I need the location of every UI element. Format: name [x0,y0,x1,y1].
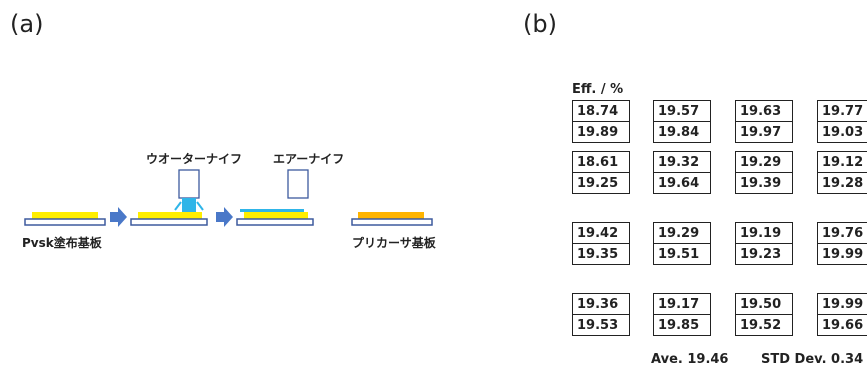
efficiency-cell: 19.23 [735,243,793,265]
efficiency-cell: 19.52 [735,314,793,336]
water-spray-left [174,201,182,211]
efficiency-cell: 19.99 [817,243,867,265]
step2-film [138,212,202,219]
efficiency-cell: 19.51 [653,243,711,265]
std-dev-value: 0.34 [831,352,864,367]
step1-film [32,212,98,219]
std-dev-label: STD Dev. [761,352,827,367]
panel-a-label: (a) [10,10,44,38]
air-knife-label: エアーナイフ [273,152,344,166]
efficiency-cell: 18.74 [572,100,630,122]
end-substrate-label: プリカーサ基板 [352,235,437,250]
efficiency-cell: 19.89 [572,121,630,143]
efficiency-cell: 19.32 [653,151,711,173]
average-value: 19.46 [687,352,729,367]
efficiency-cell: 19.57 [653,100,711,122]
efficiency-cell: 19.35 [572,243,630,265]
efficiency-cell: 19.42 [572,222,630,244]
efficiency-cell: 19.03 [817,121,867,143]
efficiency-cell: 19.97 [735,121,793,143]
step4-precursor-film [358,212,424,219]
efficiency-cell: 18.61 [572,151,630,173]
efficiency-cell: 19.99 [817,293,867,315]
process-arrow-2 [216,207,233,227]
water-knife-label: ウオーターナイフ [146,152,242,166]
water-spray-right [196,201,204,211]
process-diagram: Pvsk塗布基板 ウオーターナイフ エアーナイフ プリカーサ基板 [22,152,437,250]
step3-water-layer [240,209,304,212]
water-stream [182,198,196,212]
efficiency-cell: 19.28 [817,172,867,194]
step3-substrate [236,218,314,226]
efficiency-cell: 19.36 [572,293,630,315]
average-label: Ave. [651,352,683,367]
efficiency-cell: 19.77 [817,100,867,122]
efficiency-cell: 19.17 [653,293,711,315]
std-dev-summary: STD Dev. 0.34 [761,352,863,367]
efficiency-cell: 19.19 [735,222,793,244]
panel-b-label: (b) [523,10,557,38]
efficiency-cell: 19.76 [817,222,867,244]
water-knife-body [178,169,200,199]
step4-substrate [351,218,433,226]
average-summary: Ave. 19.46 [651,352,728,367]
efficiency-cell: 19.39 [735,172,793,194]
efficiency-cell: 19.29 [735,151,793,173]
efficiency-cell: 19.25 [572,172,630,194]
efficiency-cell: 19.50 [735,293,793,315]
efficiency-cell: 19.29 [653,222,711,244]
step3-film [244,212,308,219]
efficiency-cell: 19.53 [572,314,630,336]
efficiency-cell: 19.64 [653,172,711,194]
efficiency-header: Eff. / % [572,82,624,97]
efficiency-cell: 19.66 [817,314,867,336]
start-substrate-label: Pvsk塗布基板 [22,235,103,250]
efficiency-cell: 19.12 [817,151,867,173]
step1-substrate [24,218,106,226]
air-knife-body [287,169,309,199]
step2-substrate [130,218,208,226]
efficiency-cell: 19.84 [653,121,711,143]
efficiency-cell: 19.63 [735,100,793,122]
efficiency-cell: 19.85 [653,314,711,336]
process-arrow-1 [110,207,127,227]
